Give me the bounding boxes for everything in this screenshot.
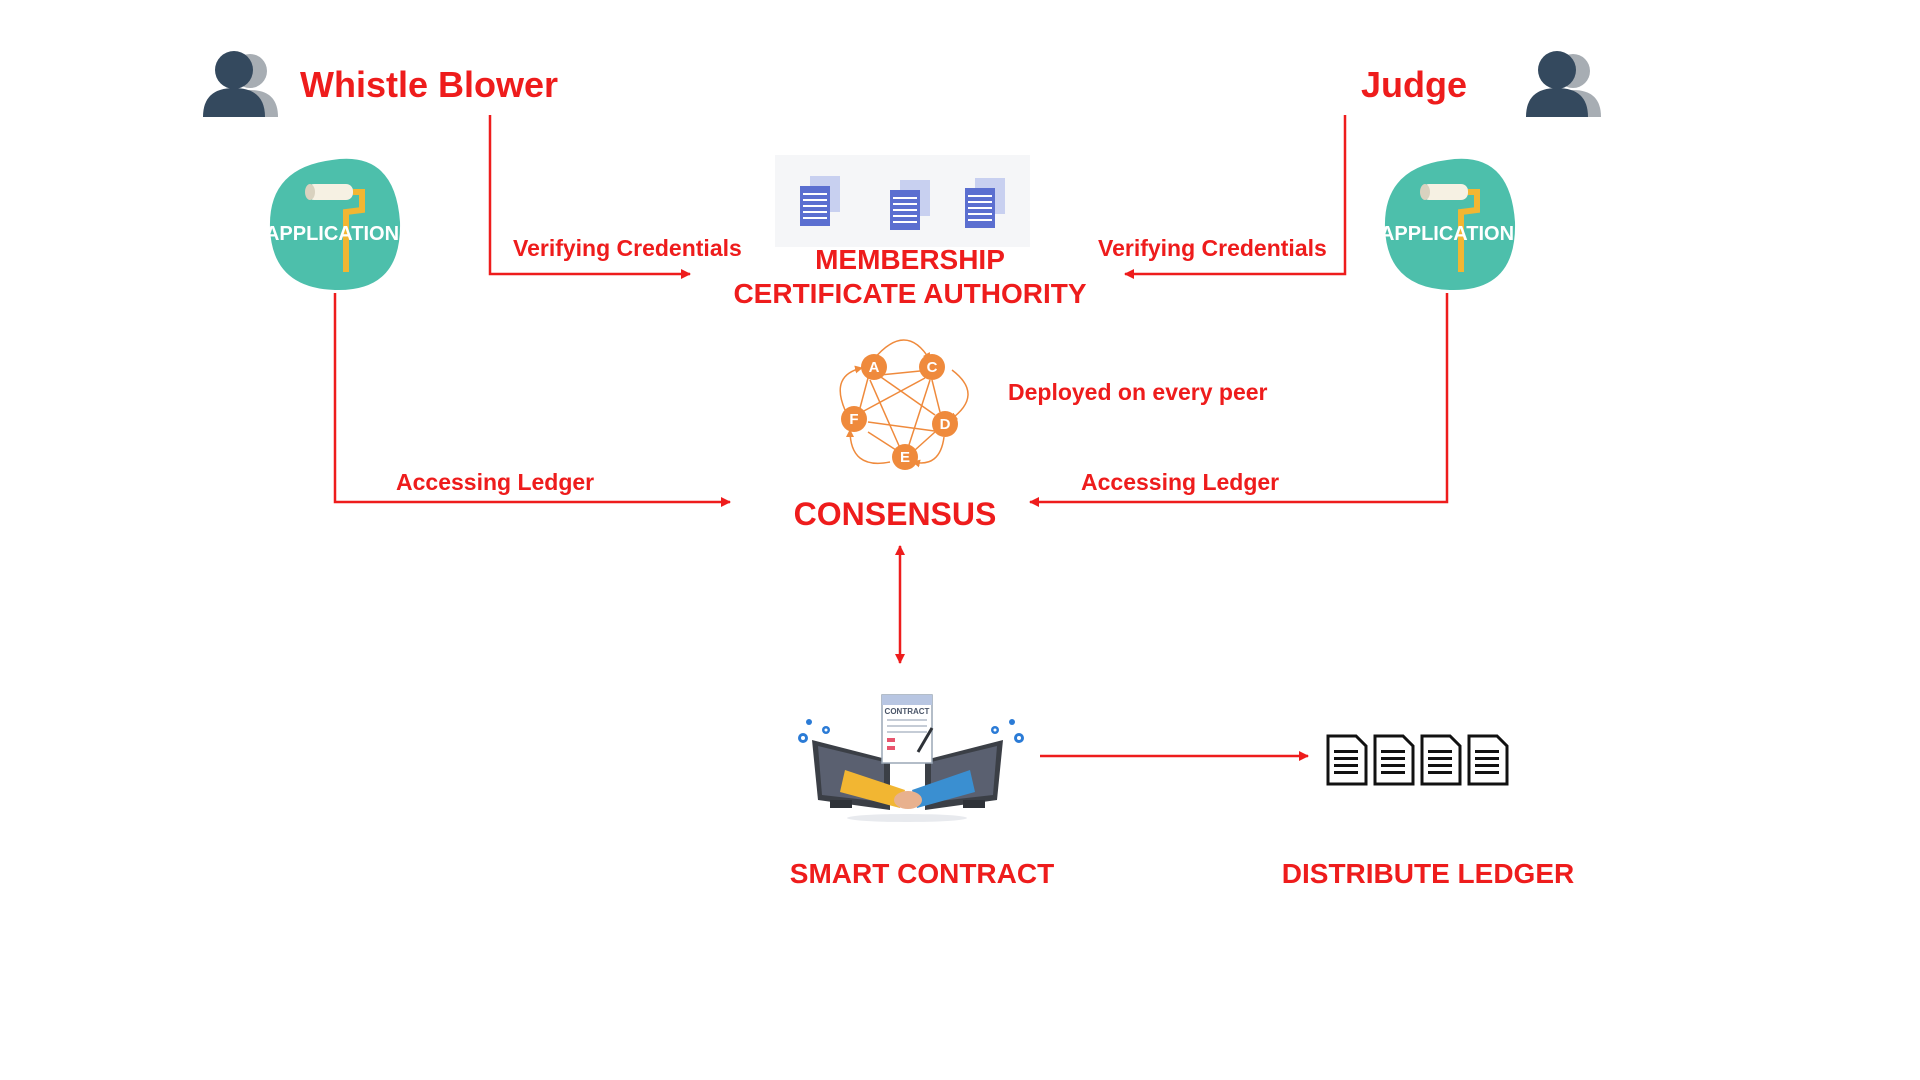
arrow-whistleblower-to-membership bbox=[488, 115, 691, 279]
membership-server-icon bbox=[775, 155, 1030, 247]
application-badge-right bbox=[1384, 158, 1516, 291]
ledger-documents-icon bbox=[1326, 734, 1509, 786]
accessing-ledger-right-label: Accessing Ledger bbox=[1081, 469, 1280, 495]
judge-user-icon bbox=[1526, 51, 1601, 117]
verifying-credentials-right-label: Verifying Credentials bbox=[1098, 235, 1327, 261]
smart-contract-title: SMART CONTRACT bbox=[789, 858, 1055, 889]
membership-title-line2: CERTIFICATE AUTHORITY bbox=[733, 278, 1087, 309]
peer-nodes: A C D E F bbox=[841, 354, 958, 470]
whistle-blower-user-icon bbox=[203, 51, 278, 117]
application-badge-left bbox=[269, 158, 401, 291]
peer-c-label: C bbox=[927, 359, 938, 376]
deployed-on-every-peer-label: Deployed on every peer bbox=[1008, 379, 1268, 405]
peer-a-label: A bbox=[869, 359, 880, 376]
contract-doc-label: CONTRACT bbox=[885, 707, 930, 716]
arrow-left-app-to-consensus bbox=[333, 293, 731, 507]
verifying-credentials-left-label: Verifying Credentials bbox=[513, 235, 742, 261]
connectors bbox=[333, 115, 1449, 761]
peer-e-label: E bbox=[900, 449, 910, 466]
arrow-right-app-to-consensus bbox=[1029, 293, 1449, 507]
peer-f-label: F bbox=[849, 411, 858, 428]
smart-contract-illustration: CONTRACT bbox=[798, 694, 1024, 822]
distribute-ledger-title: DISTRIBUTE LEDGER bbox=[1281, 858, 1575, 889]
accessing-ledger-left-label: Accessing Ledger bbox=[396, 469, 595, 495]
whistle-blower-title: Whistle Blower bbox=[300, 64, 559, 105]
judge-title: Judge bbox=[1361, 64, 1468, 105]
peer-d-label: D bbox=[940, 416, 951, 433]
arrow-judge-to-membership bbox=[1124, 115, 1347, 279]
membership-title-line1: MEMBERSHIP bbox=[815, 244, 1005, 275]
consensus-title: CONSENSUS bbox=[793, 496, 997, 532]
